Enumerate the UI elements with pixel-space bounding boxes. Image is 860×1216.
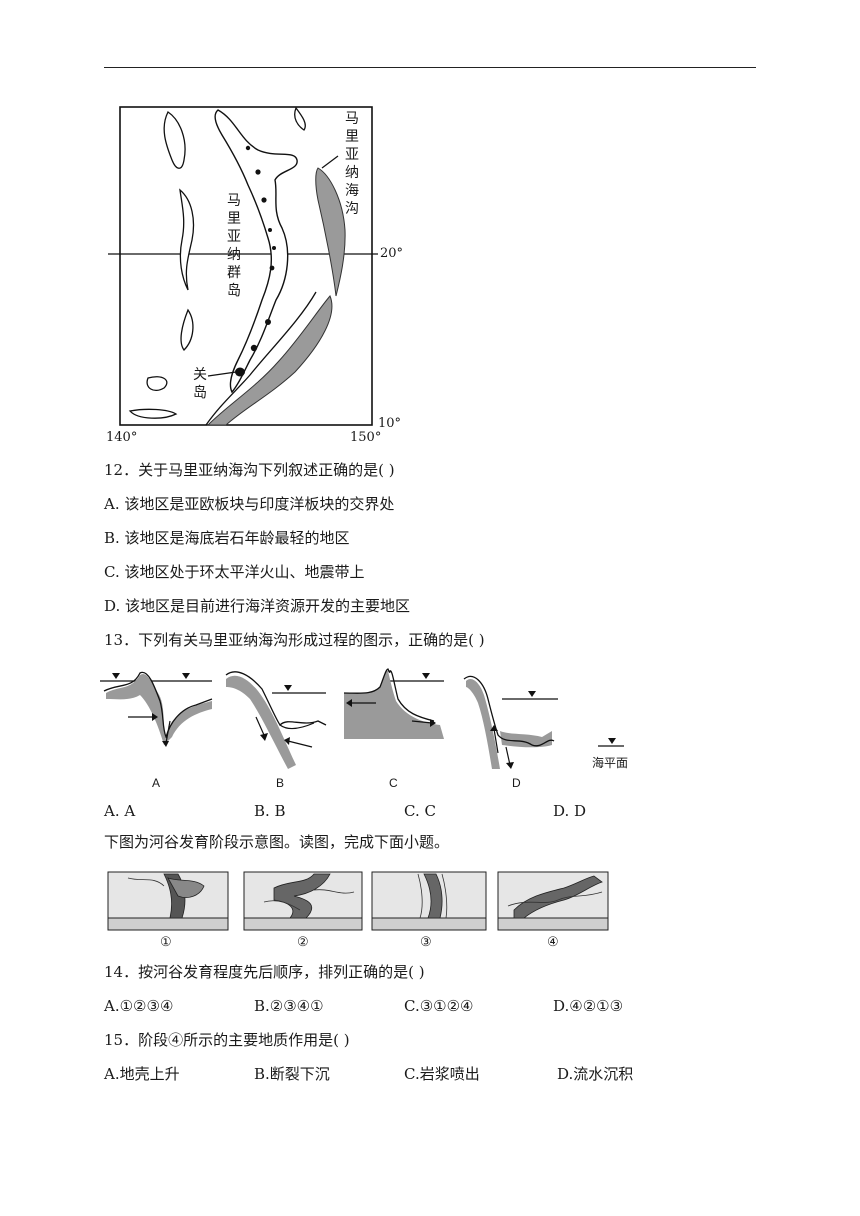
guam-label: 关岛	[193, 367, 207, 401]
map-drawing	[108, 106, 378, 426]
q15-option-c[interactable]: C.岩浆喷出	[404, 1065, 480, 1083]
trench-label: 马里亚纳海沟	[345, 111, 359, 217]
sea-level-legend-symbol	[598, 738, 624, 747]
diagram-label-d: D	[512, 776, 521, 790]
q13-option-d[interactable]: D. D	[553, 802, 587, 820]
q13-stem: 13．下列有关马里亚纳海沟形成过程的图示，正确的是( )	[104, 631, 485, 649]
q15-option-b[interactable]: B.断裂下沉	[254, 1065, 330, 1083]
valley-label-4: ④	[547, 934, 559, 949]
q12-option-b[interactable]: B. 该地区是海底岩石年龄最轻的地区	[104, 529, 350, 547]
q15-option-d[interactable]: D.流水沉积	[557, 1065, 634, 1083]
diagram-label-a: A	[152, 776, 161, 790]
q15-stem: 15．阶段④所示的主要地质作用是( )	[104, 1031, 350, 1049]
valley-stage-3	[371, 871, 487, 931]
valley-stage-4	[497, 871, 609, 931]
lon-140-label: 140°	[106, 430, 138, 445]
valley-stage-2	[243, 871, 363, 931]
q14-option-a[interactable]: A.①②③④	[104, 997, 174, 1015]
q12-option-d[interactable]: D. 该地区是目前进行海洋资源开发的主要地区	[104, 597, 411, 615]
islands-label: 马里亚纳群岛	[227, 193, 241, 299]
q12-option-c[interactable]: C. 该地区处于环太平洋火山、地震带上	[104, 563, 365, 581]
q15-option-a[interactable]: A.地壳上升	[104, 1065, 180, 1083]
subduction-diagram-c	[343, 668, 444, 739]
valley-intro: 下图为河谷发育阶段示意图。读图，完成下面小题。	[104, 833, 450, 851]
subduction-diagram-a	[100, 671, 213, 747]
diagram-label-c: C	[389, 776, 398, 790]
sea-level-legend: 海平面	[592, 756, 629, 770]
diagram-label-b: B	[276, 776, 285, 790]
q14-option-c[interactable]: C.③①②④	[404, 997, 474, 1015]
subduction-diagram-d	[463, 675, 558, 769]
valley-label-1: ①	[160, 934, 172, 949]
q13-option-a[interactable]: A. A	[104, 802, 136, 820]
q14-stem: 14．按河谷发育程度先后顺序，排列正确的是( )	[104, 963, 425, 981]
valley-label-3: ③	[420, 934, 432, 949]
valley-label-2: ②	[297, 934, 309, 949]
lon-150-label: 150°	[350, 430, 382, 445]
q13-option-c[interactable]: C. C	[404, 802, 436, 820]
lat-20-label: 20°	[380, 246, 404, 261]
q14-option-b[interactable]: B.②③④①	[254, 997, 324, 1015]
q12-stem: 12．关于马里亚纳海沟下列叙述正确的是( )	[104, 461, 395, 479]
lat-10-label: 10°	[378, 416, 402, 431]
q13-option-b[interactable]: B. B	[254, 802, 286, 820]
subduction-diagram-b	[225, 671, 327, 769]
q14-option-d[interactable]: D.④②①③	[553, 997, 624, 1015]
q12-option-a[interactable]: A. 该地区是亚欧板块与印度洋板块的交界处	[104, 495, 395, 513]
header-rule	[104, 67, 756, 68]
valley-stage-1	[107, 871, 229, 931]
